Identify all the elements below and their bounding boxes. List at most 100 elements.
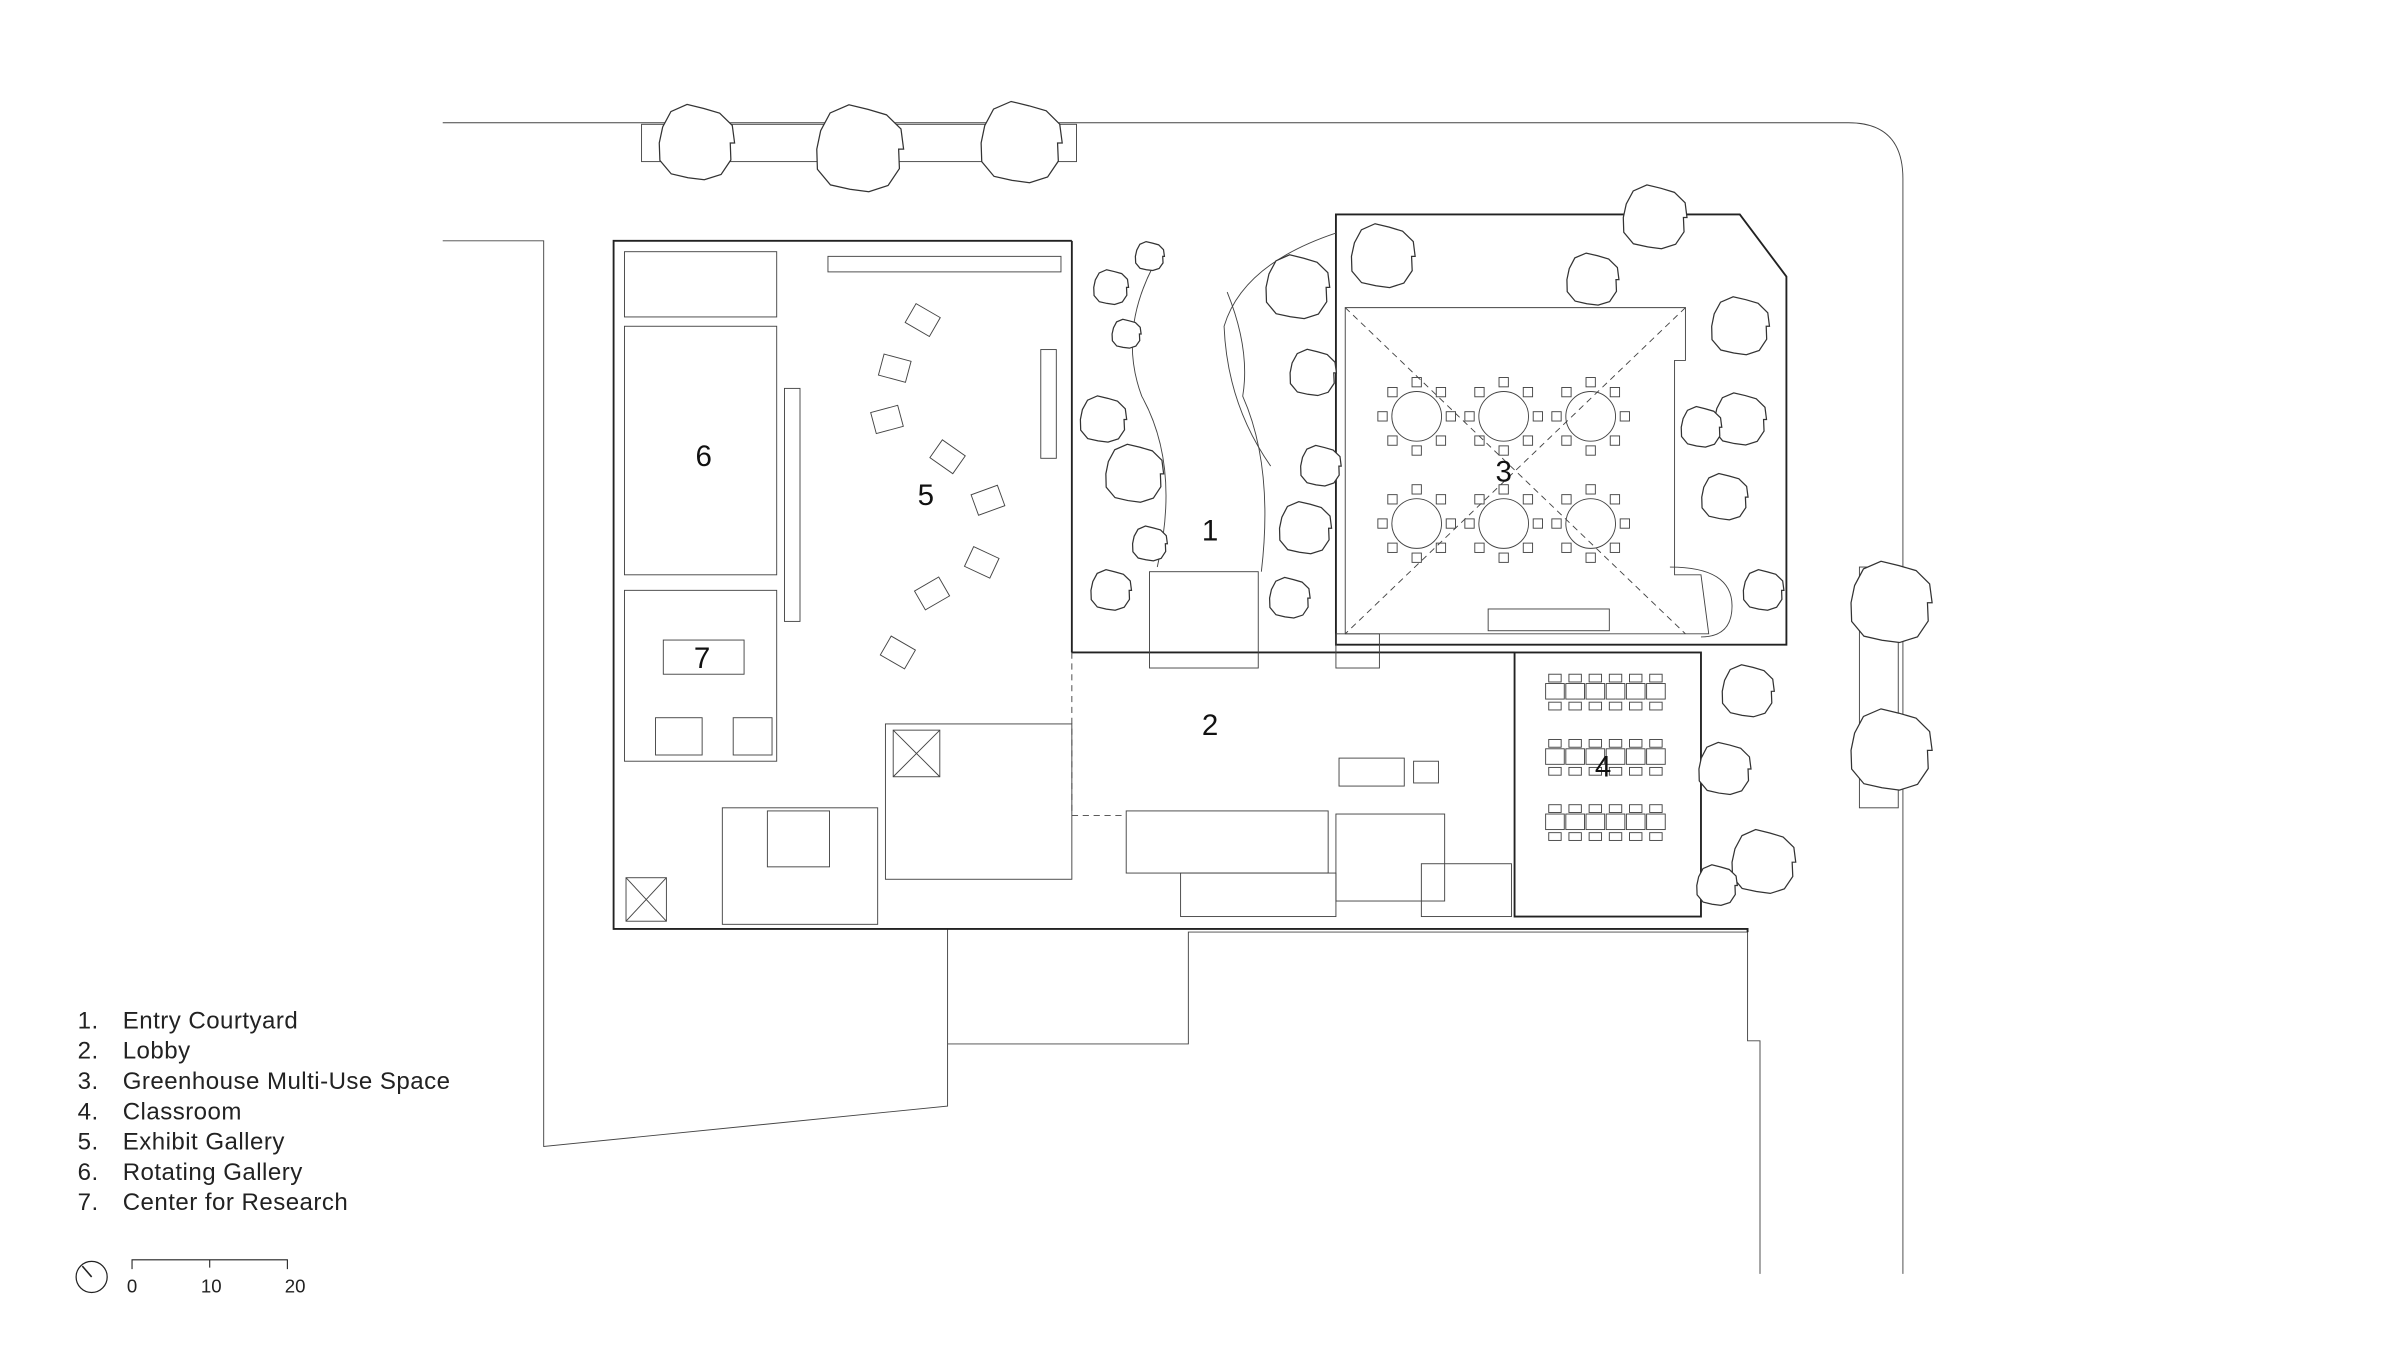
chair bbox=[1435, 435, 1447, 446]
chair bbox=[1619, 411, 1630, 422]
chair bbox=[1411, 445, 1422, 456]
table-top bbox=[1565, 391, 1616, 442]
desk bbox=[1605, 813, 1626, 831]
scale-bar: 0 10 20 bbox=[127, 1259, 306, 1296]
chair bbox=[1619, 518, 1630, 529]
chair bbox=[1435, 386, 1447, 398]
room-label-entry-courtyard: 1 bbox=[1202, 515, 1218, 548]
chair bbox=[1568, 766, 1582, 776]
round-table bbox=[1464, 377, 1543, 456]
chair bbox=[1435, 494, 1447, 505]
round-table bbox=[1551, 377, 1630, 456]
tree-icon bbox=[1300, 444, 1342, 487]
desk bbox=[1625, 748, 1646, 765]
research-table bbox=[732, 717, 773, 756]
chair bbox=[1588, 738, 1603, 748]
tree-icon bbox=[816, 104, 905, 193]
chair bbox=[1445, 518, 1456, 529]
legend-text: Entry Courtyard bbox=[123, 1007, 299, 1034]
tree-icon bbox=[1696, 864, 1739, 907]
chair bbox=[1522, 435, 1534, 446]
room-label-research: 7 bbox=[694, 642, 710, 675]
neighbor-building-bottom bbox=[947, 931, 1761, 1274]
tree-icon bbox=[1721, 664, 1775, 718]
tree-icon bbox=[1711, 296, 1771, 356]
tree-icon bbox=[1713, 392, 1768, 446]
chair bbox=[1464, 518, 1475, 529]
chair bbox=[1548, 832, 1562, 841]
research-room bbox=[624, 589, 778, 762]
desk bbox=[1585, 683, 1606, 700]
room-label-lobby: 2 bbox=[1202, 709, 1218, 742]
chair bbox=[1649, 701, 1663, 711]
chair bbox=[1568, 673, 1582, 683]
scale-tick-label: 0 bbox=[127, 1275, 137, 1296]
tree-icon bbox=[1698, 741, 1752, 796]
chair bbox=[1522, 542, 1534, 553]
chair bbox=[1609, 542, 1621, 553]
tree-icon bbox=[1350, 223, 1416, 289]
legend-number: 6. bbox=[78, 1159, 99, 1186]
chair bbox=[1649, 766, 1663, 776]
exhibit-pedestal bbox=[970, 484, 1006, 516]
chair bbox=[1608, 766, 1623, 776]
chair bbox=[1561, 542, 1572, 553]
round-table bbox=[1377, 377, 1456, 456]
round-table bbox=[1551, 484, 1630, 563]
chair bbox=[1532, 411, 1543, 422]
tree-icon bbox=[1289, 348, 1338, 397]
chair bbox=[1522, 386, 1534, 398]
chair bbox=[1387, 542, 1398, 553]
desk bbox=[1646, 683, 1666, 700]
tree-icon bbox=[1093, 269, 1130, 306]
chair bbox=[1609, 494, 1621, 505]
chair bbox=[1474, 542, 1485, 553]
chair bbox=[1387, 494, 1398, 505]
legend-text: Lobby bbox=[123, 1038, 191, 1065]
chair bbox=[1585, 484, 1596, 495]
chair bbox=[1649, 832, 1663, 841]
chair bbox=[1629, 804, 1643, 813]
chair bbox=[1609, 386, 1621, 398]
entry-vestibule bbox=[1149, 571, 1259, 669]
research-table bbox=[662, 639, 745, 675]
tree-icon bbox=[1680, 405, 1723, 448]
chair bbox=[1629, 766, 1643, 776]
exhibit-pedestal bbox=[870, 404, 904, 435]
chair bbox=[1411, 484, 1422, 495]
chair bbox=[1464, 411, 1475, 422]
north-arrow-icon bbox=[75, 1260, 108, 1294]
exhibit-pedestal bbox=[929, 439, 966, 475]
chair bbox=[1561, 386, 1572, 398]
desk bbox=[1545, 813, 1565, 831]
desk bbox=[1565, 683, 1585, 700]
tree-icon bbox=[1278, 500, 1333, 555]
tree-icon bbox=[1131, 525, 1169, 562]
tree-icon bbox=[1622, 184, 1688, 250]
chair bbox=[1629, 673, 1643, 683]
desk bbox=[1625, 813, 1646, 831]
desk bbox=[1605, 748, 1626, 765]
chair bbox=[1548, 701, 1562, 711]
chair bbox=[1522, 494, 1534, 505]
chair bbox=[1568, 804, 1582, 813]
chair bbox=[1548, 804, 1562, 813]
courtyard-path-edge bbox=[1226, 291, 1266, 572]
room-label-exhibit-gallery: 5 bbox=[918, 479, 934, 512]
desk bbox=[1565, 813, 1585, 831]
chair bbox=[1498, 445, 1509, 456]
round-table bbox=[1377, 484, 1456, 563]
chair bbox=[1608, 738, 1623, 748]
exhibit-pedestal bbox=[913, 576, 951, 611]
table-top bbox=[1565, 498, 1616, 549]
stair-bottom bbox=[721, 807, 879, 925]
chair bbox=[1649, 738, 1663, 748]
exhibit-pedestal bbox=[963, 545, 1000, 579]
table-top bbox=[1478, 391, 1530, 442]
chair bbox=[1649, 804, 1663, 813]
neighbor-building-left bbox=[442, 240, 949, 1147]
table-top bbox=[1391, 498, 1443, 549]
legend-text: Rotating Gallery bbox=[123, 1159, 303, 1186]
chair bbox=[1585, 445, 1596, 456]
